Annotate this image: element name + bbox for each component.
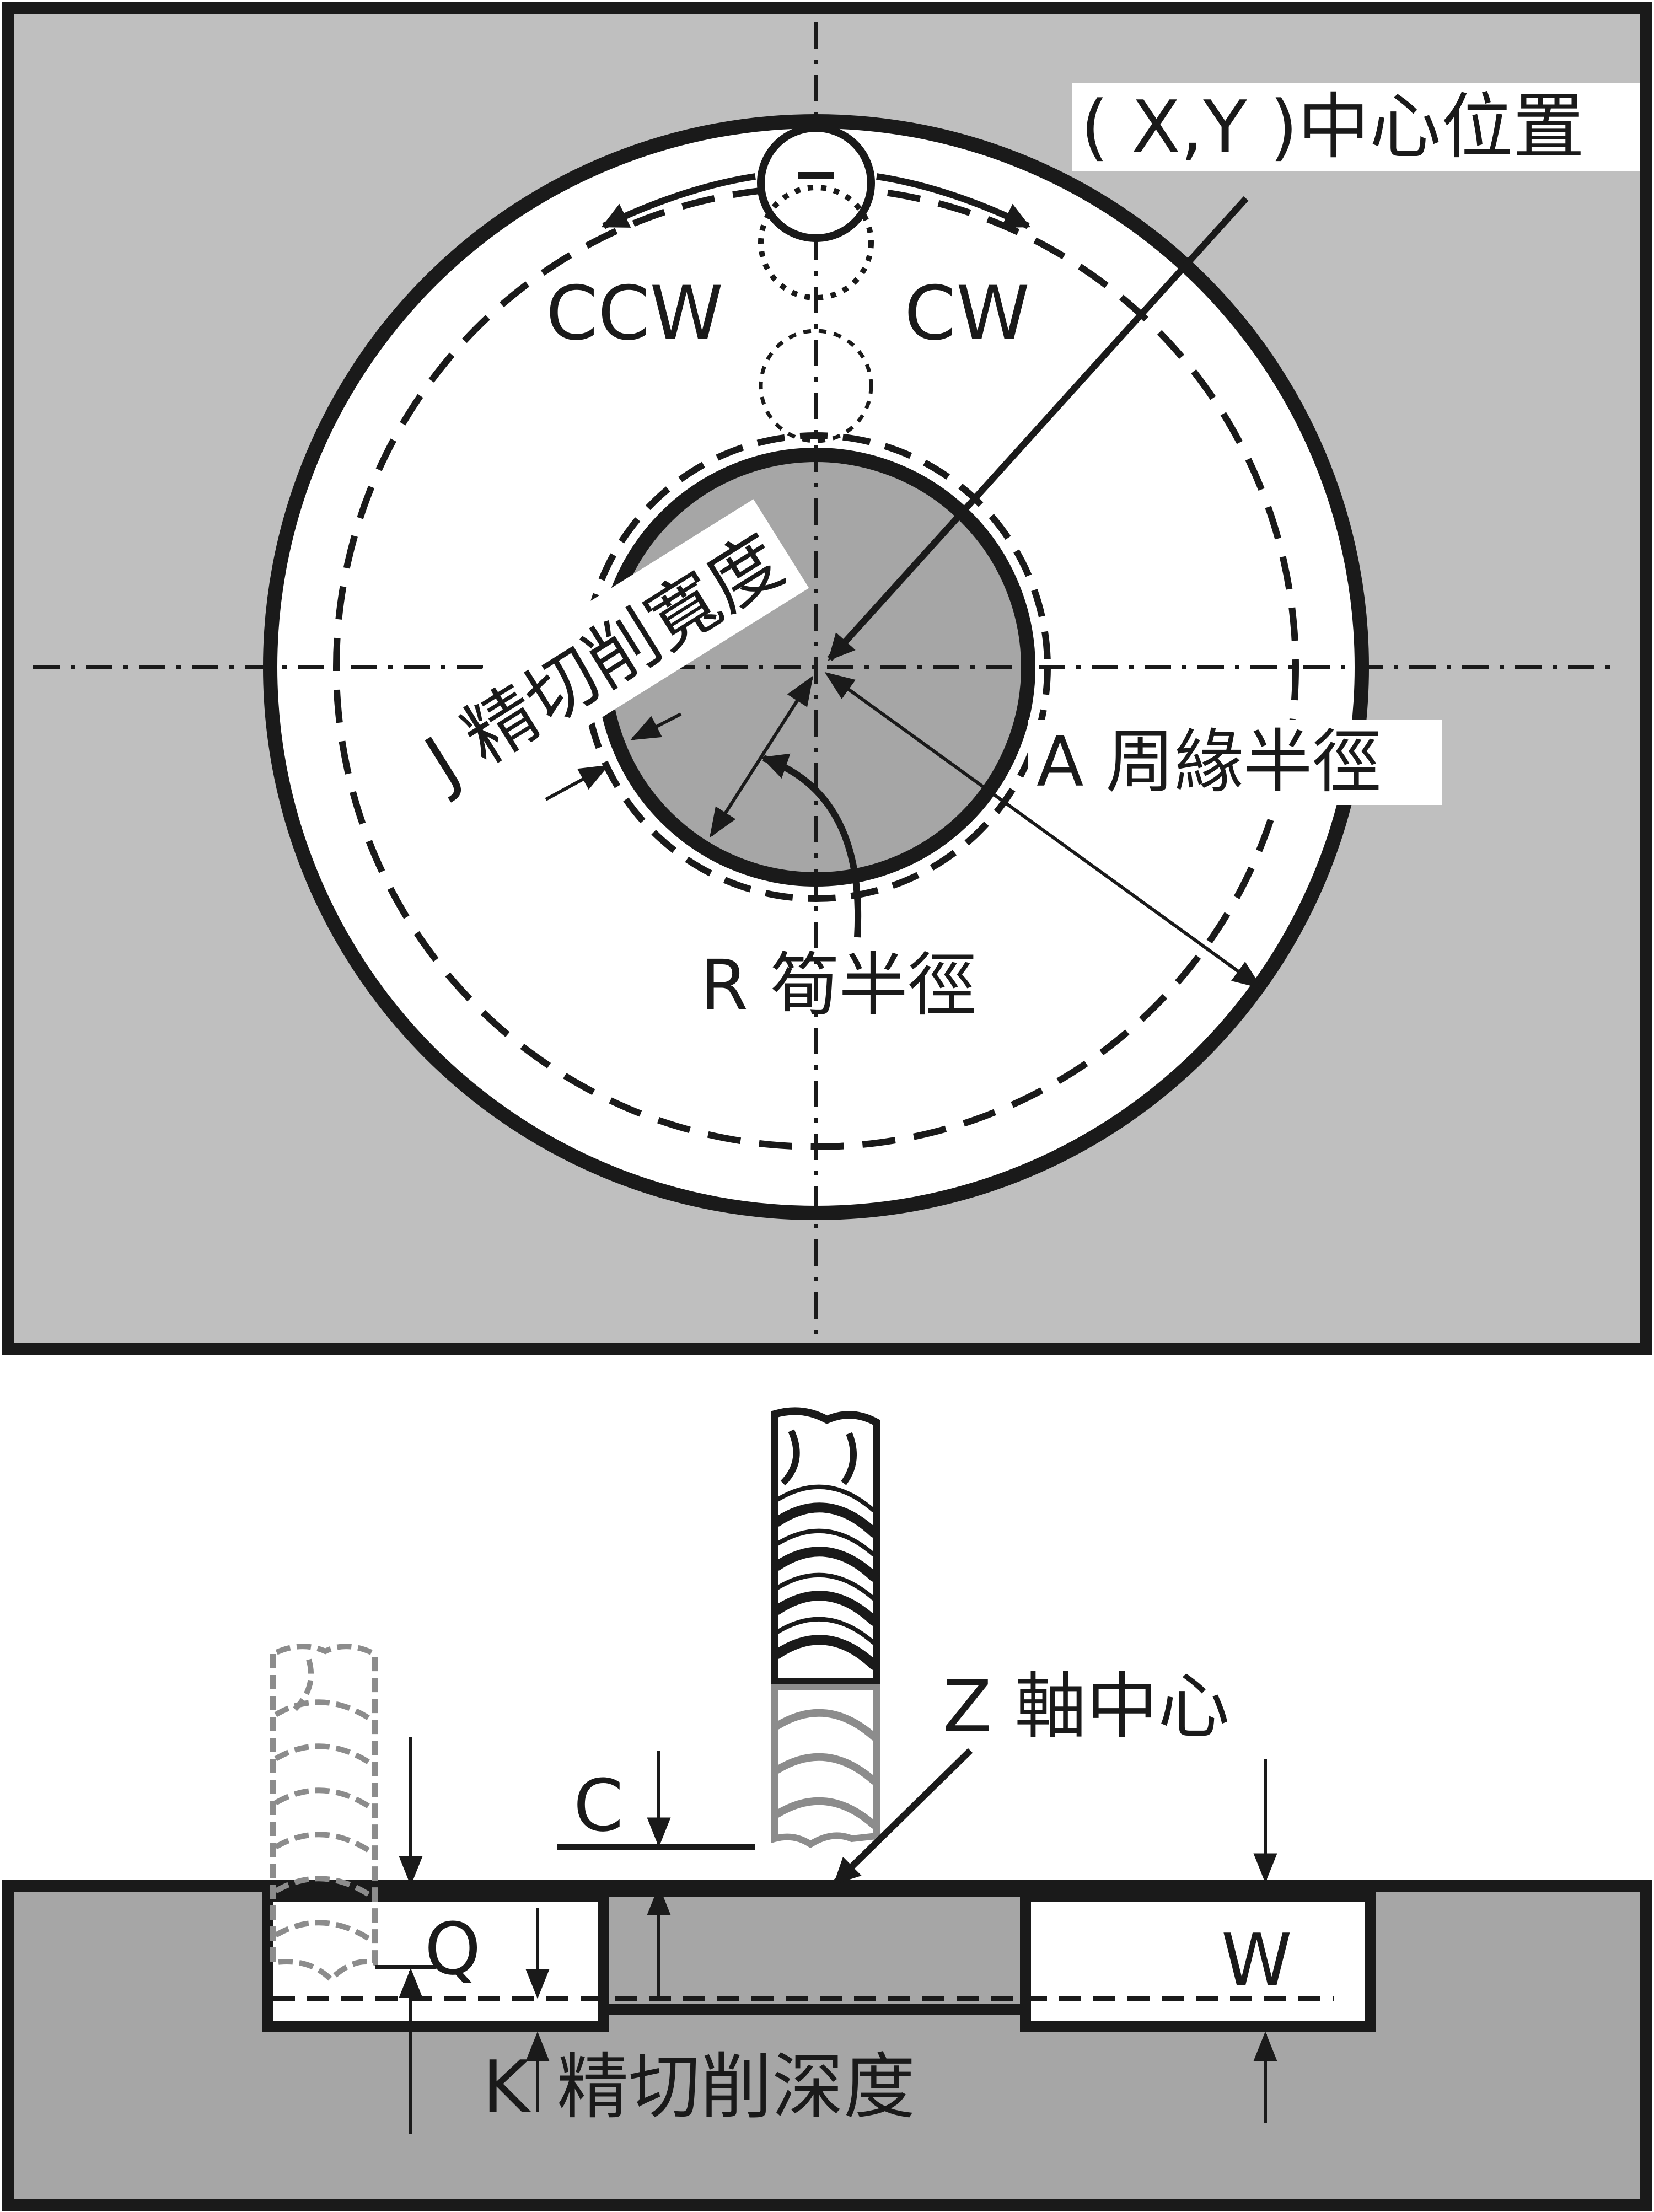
- tool-position-start: [757, 124, 875, 242]
- cw-label: CW: [904, 270, 1030, 357]
- tool-position-dotted-1: [758, 185, 874, 300]
- cw-arrow: [876, 173, 1031, 229]
- center-position-label: ( X,Y )中心位置: [1081, 85, 1585, 169]
- tool-position-dotted-2: [759, 329, 873, 443]
- q-label: Q: [425, 1907, 481, 1991]
- w-label: W: [1221, 1918, 1292, 2002]
- finish-depth-label: 精切削深度: [557, 2045, 915, 2129]
- periphery-radius-dimension: [824, 672, 1263, 989]
- c-label: C: [573, 1764, 624, 1848]
- ccw-label: CCW: [546, 270, 723, 357]
- end-mill-phantom-icon: [270, 1644, 378, 1984]
- center-label-group: ( X,Y )中心位置: [1072, 83, 1640, 171]
- center-leader: [827, 196, 1249, 662]
- top-view: ( X,Y )中心位置 CCW CW J 精切削寬度 A 周緣半徑 R 筍半徑: [2, 2, 1652, 1355]
- periphery-radius-label: A 周緣半徑: [1037, 722, 1381, 802]
- side-view: Z 軸中心 C Q W K 精切削深度: [2, 1407, 1652, 2211]
- finish-width-arrow-in: [545, 765, 609, 801]
- boss-radius-leader: [761, 753, 862, 938]
- boss-radius-label: R 筍半徑: [700, 946, 977, 1026]
- k-letter-label: K: [482, 2045, 531, 2129]
- periphery-radius-label-group: A 周緣半徑: [1028, 720, 1442, 805]
- pocket-right: [1020, 1891, 1376, 2032]
- end-mill-icon: [771, 1407, 880, 1849]
- boss-section: [598, 1886, 1031, 2015]
- z-center-leader: [833, 1748, 973, 1886]
- finish-width-arrow-out: [630, 712, 682, 740]
- ccw-arrow: [601, 173, 756, 229]
- pocket-left: [262, 1891, 609, 2032]
- z-center-label: Z 軸中心: [943, 1665, 1229, 1748]
